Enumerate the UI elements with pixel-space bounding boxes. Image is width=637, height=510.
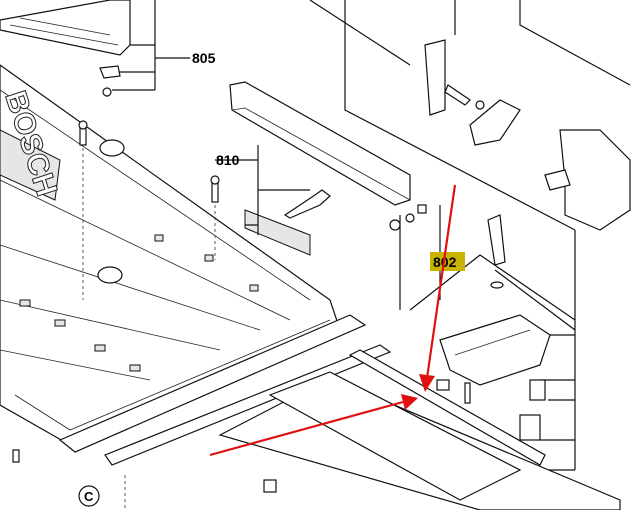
insert-plate-top: [268, 371, 522, 501]
small-parts-802: [389, 204, 506, 289]
label-805: 805: [192, 50, 216, 66]
leader-805: [99, 0, 190, 97]
red-arrow-1: [419, 184, 457, 392]
rod-part: [309, 0, 411, 66]
callout-c-circle: [78, 485, 100, 507]
rail-strip: [58, 314, 367, 453]
miter-gauge-part: [436, 314, 551, 441]
fence-810-part: [229, 81, 411, 256]
extension-rail-part: [0, 0, 131, 56]
leader-810: [215, 145, 310, 235]
miter-bar-part: [348, 349, 546, 466]
screw-parts: [12, 120, 220, 463]
leader-802: [399, 205, 576, 321]
rail-strip-2: [104, 344, 392, 466]
miter-bracket-parts: [424, 39, 631, 231]
label-810: 810: [216, 152, 240, 168]
saw-table: BOSCH: [0, 64, 341, 446]
leader-lines-right: [344, 0, 631, 471]
label-c: C: [84, 489, 94, 504]
red-arrow-2: [209, 394, 418, 457]
knob-part: [263, 479, 277, 493]
highlight-802: [430, 252, 465, 271]
